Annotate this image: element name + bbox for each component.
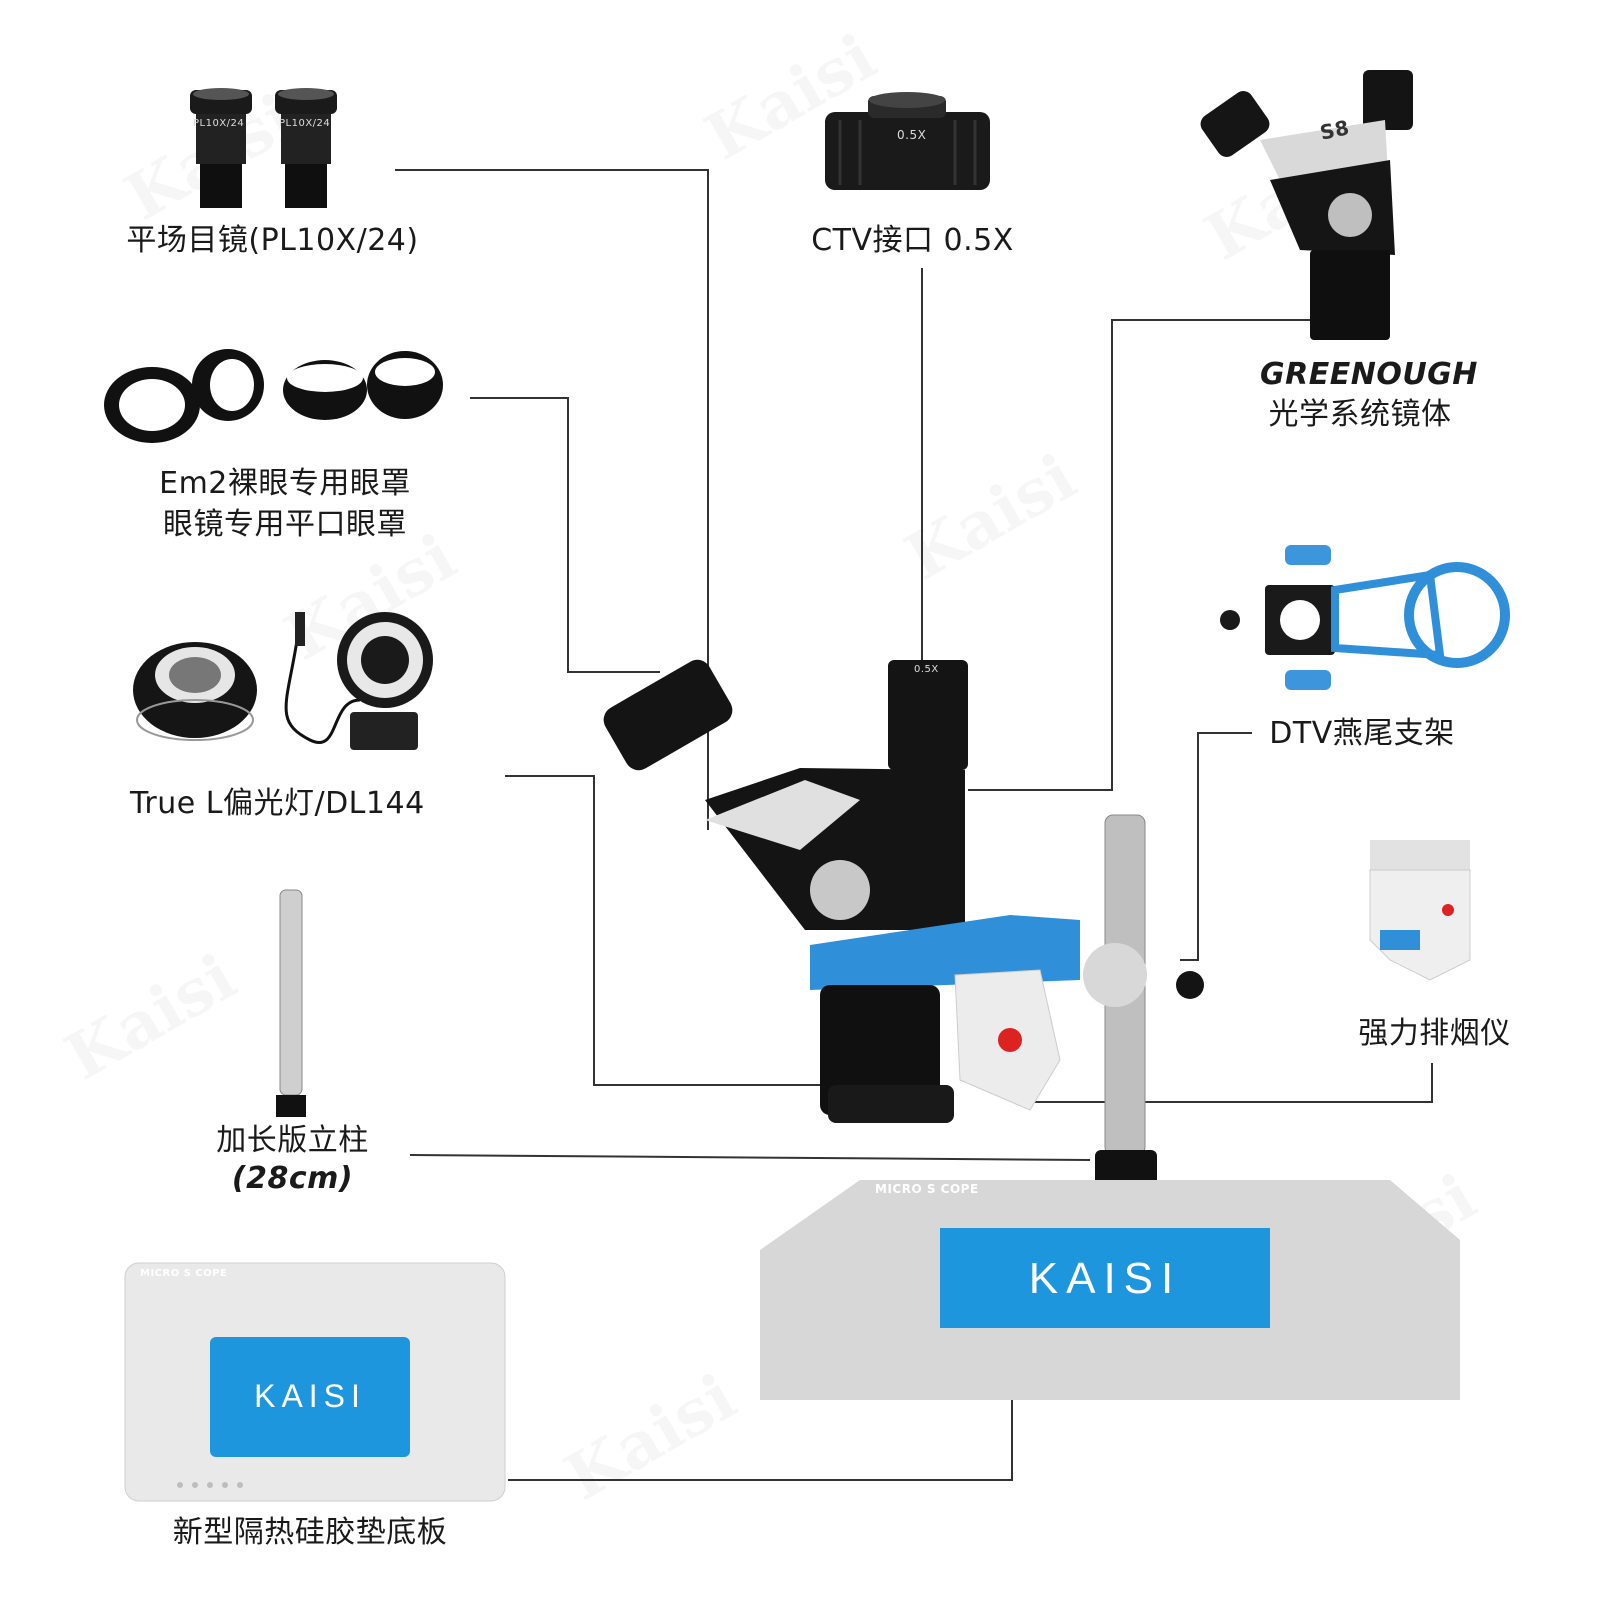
eyepiece-illustration xyxy=(190,88,337,208)
label-eyepiece: 平场目镜(PL10X/24) xyxy=(126,223,419,258)
dtv-bracket-illustration xyxy=(1220,545,1510,690)
silicone-pad-illustration xyxy=(124,1262,506,1502)
connector-light xyxy=(505,775,830,1086)
eyecups-illustration xyxy=(104,349,443,443)
microscope-main-illustration xyxy=(603,659,1460,1400)
label-greenough-sub: 光学系统镜体 xyxy=(1268,397,1452,432)
label-base: 新型隔热硅胶垫底板 xyxy=(172,1515,448,1550)
connector-lines xyxy=(395,169,1433,1481)
connector-eyepiece xyxy=(395,169,709,830)
ring-light-illustration xyxy=(133,612,433,750)
pad-logo-small: KAISI xyxy=(254,1378,366,1414)
label-light: True L偏光灯/DL144 xyxy=(130,786,425,821)
pad-header-small: MICRO S COPE xyxy=(140,1268,228,1279)
eyepiece-marking-left: PL10X/24 xyxy=(193,118,245,129)
connector-eyecups xyxy=(470,397,660,673)
eyepiece-marking-right: PL10X/24 xyxy=(279,118,331,129)
label-pillar-2: (28cm) xyxy=(231,1161,354,1196)
connector-pillar xyxy=(409,1154,1091,1161)
greenough-head-illustration xyxy=(1200,70,1413,340)
ctv-marking-main: 0.5X xyxy=(914,664,939,675)
label-fume: 强力排烟仪 xyxy=(1358,1016,1511,1051)
ctv-adapter-illustration xyxy=(825,92,990,190)
label-dtv: DTV燕尾支架 xyxy=(1269,716,1455,751)
label-ctv: CTV接口 0.5X xyxy=(811,223,1014,258)
connector-greenough xyxy=(968,319,1330,791)
connector-base xyxy=(508,1400,1013,1481)
label-eyecups-2: 眼镜专用平口眼罩 xyxy=(163,507,407,542)
label-pillar-1: 加长版立柱 xyxy=(216,1123,369,1158)
pillar-illustration xyxy=(276,889,306,1117)
pad-header-main: MICRO S COPE xyxy=(875,1182,979,1196)
connector-dtv xyxy=(1180,732,1252,961)
label-eyecups-1: Em2裸眼专用眼罩 xyxy=(159,466,411,501)
fume-extractor-illustration xyxy=(1369,840,1471,981)
label-greenough-title: GREENOUGH xyxy=(1260,357,1478,392)
ctv-marking: 0.5X xyxy=(897,128,927,142)
connector-fume xyxy=(1030,1063,1433,1103)
pad-logo-main: KAISI xyxy=(1028,1254,1182,1303)
